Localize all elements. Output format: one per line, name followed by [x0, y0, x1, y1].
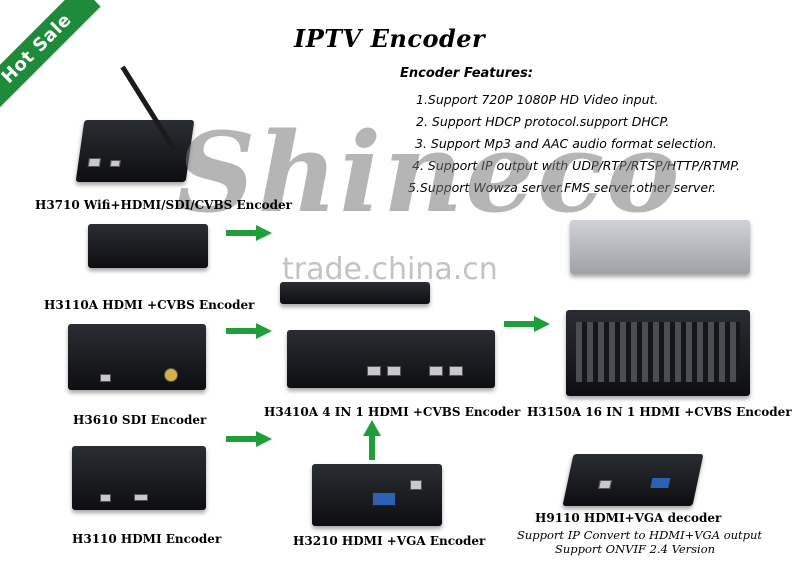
feature-item: 1.Support 720P 1080P HD Video input.: [416, 92, 659, 107]
h3210-device-image: [312, 464, 442, 526]
feature-item: 5.Support Wowza server.FMS server.other …: [408, 180, 717, 195]
h3610-device-image: [68, 324, 206, 390]
arrow-up-icon: [363, 420, 381, 460]
h9110-note: Support IP Convert to HDMI+VGA output: [517, 528, 763, 542]
h9110-caption: H9110 HDMI+VGA decoder: [535, 511, 722, 525]
feature-item: 4. Support IP output with UDP/RTP/RTSP/H…: [412, 158, 741, 173]
arrow-right-icon: [504, 316, 550, 332]
hot-sale-label: Hot Sale: [0, 0, 101, 110]
h3110a-device-image: [88, 224, 208, 268]
features-heading: Encoder Features:: [400, 66, 533, 81]
h3110-device-image: [72, 446, 206, 510]
h3210-caption: H3210 HDMI +VGA Encoder: [293, 534, 486, 548]
h3410a-top-device-image: [280, 282, 430, 304]
h3610-caption: H3610 SDI Encoder: [73, 413, 207, 427]
arrow-right-icon: [226, 323, 272, 339]
feature-item: 3. Support Mp3 and AAC audio format sele…: [415, 136, 717, 151]
h3410a-device-image: [287, 330, 495, 388]
arrow-right-icon: [226, 225, 272, 241]
page-title: IPTV Encoder: [294, 24, 486, 53]
h3410a-caption: H3410A 4 IN 1 HDMI +CVBS Encoder: [264, 405, 521, 419]
h9110-note: Support ONVIF 2.4 Version: [554, 542, 716, 556]
brand-watermark: Shineco: [176, 108, 682, 237]
feature-item: 2. Support HDCP protocol.support DHCP.: [416, 114, 670, 129]
h9110-device-image: [562, 454, 704, 506]
h3150a-caption: H3150A 16 IN 1 HDMI +CVBS Encoder: [527, 405, 792, 419]
h3150a-device-image: [566, 310, 750, 396]
h3110-caption: H3110 HDMI Encoder: [72, 532, 222, 546]
arrow-right-icon: [226, 431, 272, 447]
site-watermark: trade.china.cn: [282, 252, 498, 287]
hot-sale-ribbon: Hot Sale: [0, 0, 110, 110]
h3710-caption: H3710 Wifi+HDMI/SDI/CVBS Encoder: [35, 198, 292, 212]
h3110a-caption: H3110A HDMI +CVBS Encoder: [44, 298, 255, 312]
h3150a-top-device-image: [570, 220, 750, 274]
